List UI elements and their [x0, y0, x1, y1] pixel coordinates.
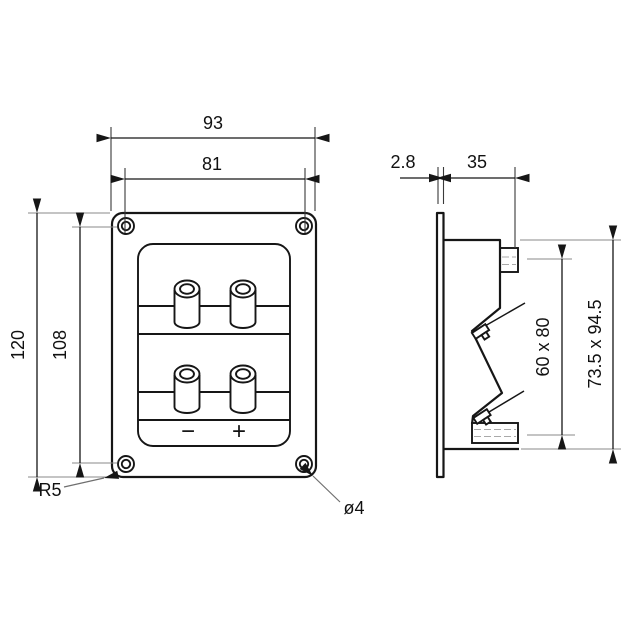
side-faceplate [435, 211, 445, 479]
front-recess-outline [137, 243, 291, 447]
dim-width-outer-label: 93 [203, 113, 223, 133]
front-view-dimensions: 93 81 120 108 R5 ø4 [8, 113, 365, 518]
binding-post [229, 364, 257, 414]
binding-post [229, 279, 257, 329]
spring-clip-top [470, 322, 491, 341]
dim-plate-thickness-label: 2.8 [390, 152, 415, 172]
terminal-block-dashes [474, 256, 516, 438]
binding-post [173, 364, 201, 414]
side-terminal-block-top [499, 247, 519, 273]
corner-radius-label: R5 [38, 480, 61, 500]
polarity-plus-label: + [232, 418, 246, 445]
dim-cutout-label: 60 x 80 [533, 317, 553, 376]
front-view: − + [110, 211, 318, 479]
side-terminal-block-bottom [471, 422, 519, 444]
side-view-dimensions: 2.8 35 60 x 80 73.5 x 94.5 [390, 152, 621, 464]
spring-clip-bottom [472, 407, 492, 426]
side-view [435, 211, 526, 479]
hole-diameter-label: ø4 [343, 498, 364, 518]
dim-rear-size-label: 73.5 x 94.5 [585, 299, 605, 388]
binding-posts [173, 279, 257, 414]
dim-width-holes-label: 81 [202, 154, 222, 174]
terminal-strip-lines [138, 305, 290, 421]
dim-height-holes-label: 108 [50, 330, 70, 360]
polarity-minus-label: − [181, 418, 195, 445]
binding-post [173, 279, 201, 329]
side-body-profile [444, 238, 504, 425]
dim-depth-label: 35 [467, 152, 487, 172]
dim-height-outer-label: 120 [8, 330, 28, 360]
